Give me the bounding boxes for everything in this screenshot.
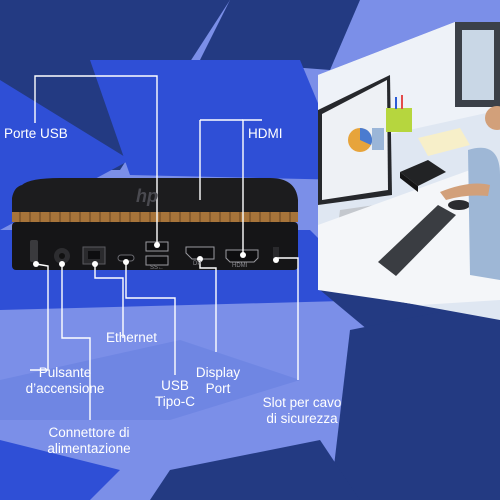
label-display-port-line1: Display xyxy=(195,365,241,380)
hdmi-port-mark: HDMI xyxy=(232,263,248,269)
leader-dots xyxy=(33,242,279,267)
label-display-port-line2: Port xyxy=(205,381,231,397)
dp-port-mark: DP xyxy=(193,261,202,267)
leader-lines xyxy=(30,75,299,420)
label-power-connector-line1: Connettore di xyxy=(48,425,130,440)
label-usb-c-line1: USB xyxy=(161,378,189,393)
label-power-button-line2: d’accensione xyxy=(25,381,105,397)
label-security-slot-line2: di sicurezza xyxy=(266,411,338,427)
label-power-connector-line2: alimentazione xyxy=(47,441,131,457)
label-power-button: Pulsante d’accensione xyxy=(0,365,130,397)
hp-logo: hp xyxy=(136,186,158,206)
label-power-button-line1: Pulsante xyxy=(38,365,92,380)
label-power-connector: Connettore di alimentazione xyxy=(34,425,144,457)
desk-photo xyxy=(318,22,500,320)
label-security-slot-line1: Slot per cavo xyxy=(262,395,342,410)
label-hdmi: HDMI xyxy=(248,126,283,141)
label-usb-c-line2: Tipo-C xyxy=(154,394,195,410)
label-display-port: Display Port xyxy=(180,365,256,397)
label-usb-c: USB Tipo-C xyxy=(140,378,210,410)
label-ethernet: Ethernet xyxy=(106,330,158,345)
label-security-slot: Slot per cavo di sicurezza xyxy=(252,395,352,427)
label-usb-ports: Porte USB xyxy=(4,126,68,141)
usb-port-mark: SS← xyxy=(150,265,165,271)
